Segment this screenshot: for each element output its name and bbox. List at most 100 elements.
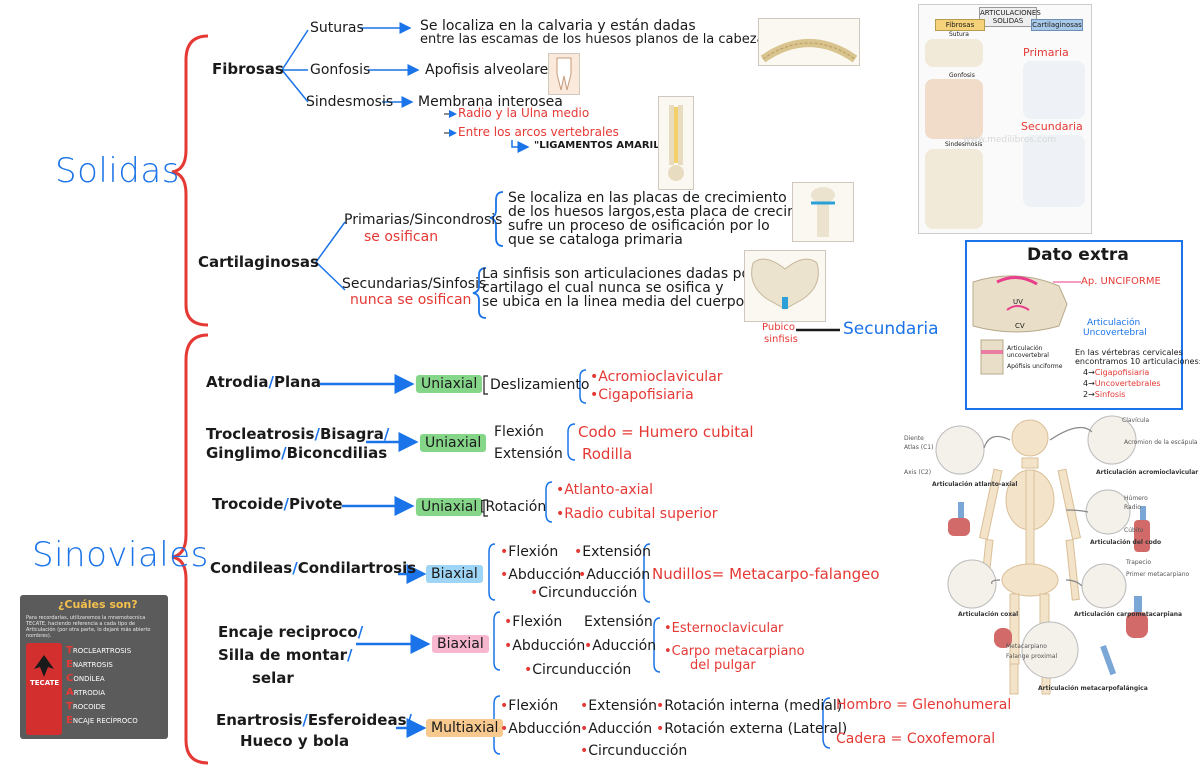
row6-ex1: Hombro = Glenohumeral <box>836 697 1012 713</box>
pelvis-image <box>744 250 826 322</box>
tecate-intro: Para recordarlas, utilizaremos la mnemot… <box>26 615 151 639</box>
ligamentos-amarillo: "LIGAMENTOS AMARILLO" <box>534 140 680 151</box>
small-articulacion: Articulación <box>1007 345 1043 352</box>
vertebra-caption-2: encontramos 10 articulaciones: <box>1075 357 1200 366</box>
row4-mov4: •Aducción <box>578 567 651 583</box>
row2-name-line2: Ginglimo/Biconcdilias <box>206 444 388 462</box>
skeleton-label-trapecio: Trapecio <box>1126 559 1152 566</box>
tooth-icon <box>556 57 572 91</box>
forearm-bones-icon <box>668 105 684 181</box>
row1-name: Atrodia/Plana <box>206 373 322 391</box>
skeleton-label-atlanto: Articulación atlanto-axial <box>932 481 1018 488</box>
row6-mov7: •Circunducción <box>580 743 688 759</box>
row2-mov1: Flexión <box>494 424 544 440</box>
reference-secundaria-label: Secundaria <box>1021 120 1083 133</box>
row5-mov3: •Abducción <box>504 638 586 654</box>
row6-axis: Multiaxial <box>426 719 504 737</box>
row6-mov3: •Rotación interna (medial) <box>656 698 843 714</box>
reference-sindesmosis-label: Sindesmosis <box>945 141 983 148</box>
sindesmosis-sub-arcos: Entre los arcos vertebrales <box>458 125 619 139</box>
tecate-row-1: TROCLEARTROSIS <box>66 645 132 656</box>
skeleton-label-acromioclavicular: Articulación acromioclavicular <box>1096 469 1199 476</box>
row3-name: Trocoide/Pivote <box>212 495 343 513</box>
long-bone-icon <box>811 187 835 237</box>
row5-mov2: Extensión <box>584 614 653 630</box>
reference-sindesmosis-box <box>925 149 983 229</box>
sinoviales-title: Sinoviales <box>32 535 209 575</box>
solidas-title: Solidas <box>55 151 180 191</box>
tecate-brand: TECATE <box>30 679 60 687</box>
tecate-row-5: TROCOIDE <box>66 701 106 712</box>
row2-name-line1: Trocleatrosis/Bisagra/ <box>206 425 390 443</box>
row6-mov1: •Flexión <box>500 698 559 714</box>
articulacion-label: Articulación <box>1087 318 1141 328</box>
vertebra-item-3: 2→Sinfosis <box>1083 390 1126 399</box>
tecate-row-3: CONDÍLEA <box>66 673 105 684</box>
row3-axis: Uniaxial <box>416 498 483 516</box>
unciforme-label: Ap. UNCIFORME <box>1081 276 1161 287</box>
row1-ex2: •Cigapofisiaria <box>590 387 694 403</box>
sindesmosis-sub-radio: Radio y la Ulna medio <box>458 106 590 120</box>
row5-axis: Biaxial <box>432 635 489 653</box>
dato-extra-box: Dato extra Ap. UNCIFORME Articulación Un… <box>965 240 1200 410</box>
row5-name-line1: Encaje reciproco/ <box>218 623 364 641</box>
skeleton-label-metacarpofalangica: Articulación metacarpofalángica <box>1038 685 1148 692</box>
reference-primaria-label: Primaria <box>1023 46 1069 59</box>
cv-label: CV <box>1015 322 1025 330</box>
sinfisis-label: sinfisis <box>764 334 798 345</box>
growth-plate-image <box>792 182 854 242</box>
sindesmosis-label: Sindesmosis <box>306 94 394 110</box>
eagle-icon <box>34 655 54 677</box>
secundarias-desc-3: se ubica en la linea media del cuerpo <box>482 294 745 310</box>
primarias-desc-4: que se cataloga primaria <box>508 232 683 248</box>
gonfosis-label: Gonfosis <box>310 62 371 78</box>
skeleton-label-radio: Radio <box>1124 504 1141 511</box>
solidas-bracket <box>171 34 209 327</box>
tecate-row-4: ARTRODIA <box>66 687 105 698</box>
gonfosis-image <box>548 53 580 95</box>
dato-extra-title: Dato extra <box>1027 245 1129 265</box>
reference-sutura-label: Sutura <box>949 31 969 38</box>
row4-ex: Nudillos= Metacarpo-falangeo <box>652 565 880 583</box>
primarias-desc-2: de los huesos largos,esta placa de creci… <box>508 204 837 220</box>
row6-ex2: Cadera = Coxofemoral <box>836 731 996 747</box>
row4-axis: Biaxial <box>426 565 483 583</box>
row3-mov: [Rotación <box>480 499 547 515</box>
suturas-desc-1: Se localiza en la calvaria y están dadas <box>420 18 696 34</box>
suturas-desc-2: entre las escamas de los huesos planos d… <box>420 32 765 47</box>
reference-primaria-box <box>1023 61 1085 119</box>
primarias-label: Primarias/Sincondrosis <box>344 212 503 228</box>
vertebra-illustration <box>972 275 1081 375</box>
row6-mov5: •Aducción <box>580 721 653 737</box>
row6-name-line2: Hueco y bola <box>240 732 350 750</box>
sinoviales-bracket <box>171 333 209 765</box>
tecate-mnemonic-card: ¿Cuáles son? Para recordarlas, utilizare… <box>20 595 168 739</box>
small-apofisis: Apófisis unciforme <box>1007 363 1063 370</box>
tecate-can-icon: TECATE <box>26 643 62 735</box>
row5-name-line3: selar <box>252 669 294 687</box>
vertebra-item-1: 4→Cigapofisiaria <box>1083 368 1150 377</box>
solid-joints-reference-card: ARTICULACIONES SOLIDAS Fibrosas Cartilag… <box>918 4 1092 234</box>
row1-ex1: •Acromioclavicular <box>590 369 723 385</box>
fibrosas-label: Fibrosas <box>212 60 284 78</box>
tecate-row-2: ENARTROSIS <box>66 659 113 670</box>
row5-ex2: •Carpo metacarpiano <box>664 644 805 659</box>
suturas-label: Suturas <box>310 20 364 36</box>
skeleton-label-axis: Axis (C2) <box>904 469 932 476</box>
row6-name-line1: Enartrosis/Esferoideas/ <box>216 711 412 729</box>
skeleton-label-humero: Húmero <box>1124 495 1148 502</box>
skeleton-label-cubito: Cúbito <box>1124 527 1144 534</box>
vertebra-caption-1: En las vértebras cervicales <box>1075 348 1183 357</box>
row4-mov1: •Flexión <box>500 544 559 560</box>
skeleton-label-diente: Diente <box>904 435 924 442</box>
pelvis-icon <box>751 258 819 310</box>
row6-mov2: •Extensión <box>580 698 657 714</box>
row2-ex1: Codo = Humero cubital <box>578 423 754 441</box>
skeleton-label-primer-metacarpiano: Primer metacarpiano <box>1126 571 1190 578</box>
reference-cartilaginosas-header: Cartilaginosas <box>1031 19 1083 31</box>
secundarias-desc-2: cartilago el cual nunca se osifica y <box>482 280 724 296</box>
row1-mov: Deslizamiento <box>490 377 590 393</box>
